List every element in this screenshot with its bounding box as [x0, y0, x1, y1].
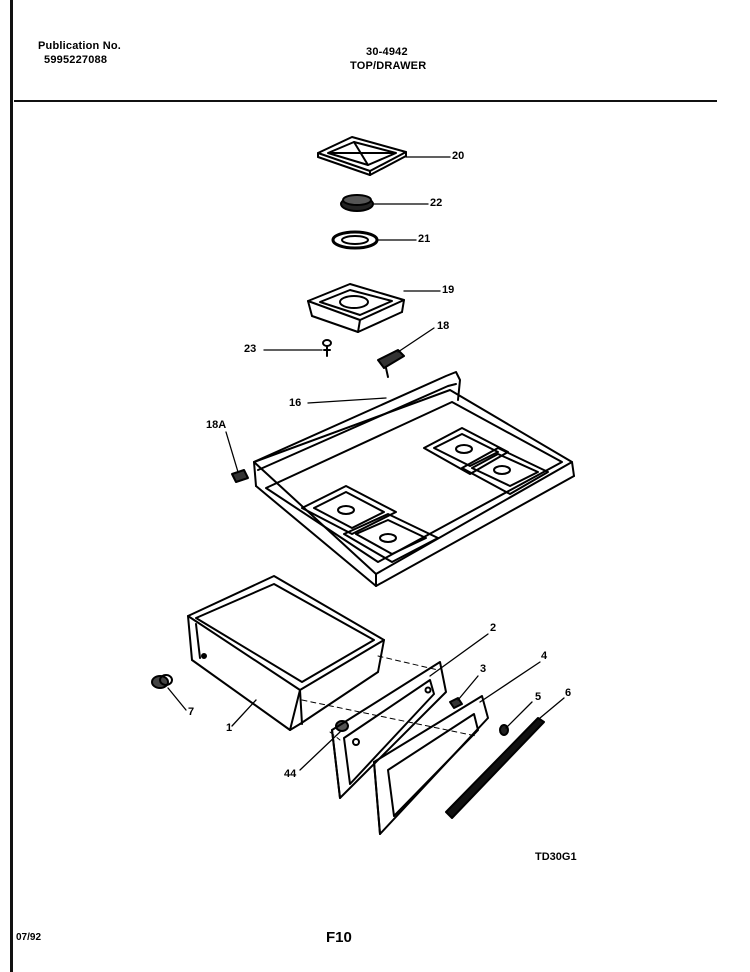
callout-18a: 18A: [206, 419, 227, 431]
leader-5: [505, 701, 533, 729]
leader-4: [479, 661, 541, 703]
bumper-part: [335, 720, 349, 732]
page-border: [10, 0, 13, 972]
clip-part: [377, 349, 405, 378]
callout-18: 18: [437, 320, 450, 332]
callout-4: 4: [541, 650, 548, 662]
drawer-body-part: [187, 575, 385, 731]
burner-ring-part: [331, 230, 379, 250]
callout-19: 19: [442, 284, 455, 296]
callout-16: 16: [289, 397, 302, 409]
callout-44: 44: [284, 768, 297, 780]
drawer-front-part: [331, 661, 447, 799]
leader-7: [167, 687, 187, 711]
callout-6: 6: [565, 687, 572, 699]
leader-1: [231, 699, 257, 727]
drawer-knob-part: [151, 674, 173, 689]
model-number: 30-4942: [366, 46, 408, 58]
section-title: TOP/DRAWER: [350, 60, 427, 72]
trim-strip-part: [445, 717, 545, 819]
callout-5: 5: [535, 691, 542, 703]
drawing-code: TD30G1: [535, 851, 577, 863]
drawer-face-part: [373, 695, 489, 835]
publication-label: Publication No.: [38, 40, 122, 52]
callout-22: 22: [430, 197, 443, 209]
leader-6: [539, 697, 565, 719]
callout-23: 23: [244, 343, 257, 355]
callout-2: 2: [490, 622, 497, 634]
callout-20: 20: [452, 150, 465, 162]
leader-3: [457, 675, 479, 701]
callout-3: 3: [480, 663, 487, 675]
publication-number: 5995227088: [44, 54, 108, 66]
burner-cap-part: [340, 194, 374, 212]
screw-part: [322, 339, 332, 357]
cooktop-part: [253, 371, 575, 587]
burner-bowl-part: [307, 283, 405, 333]
leader-18a: [225, 431, 239, 473]
bracket-part: [231, 469, 249, 483]
footer-page-code: F10: [326, 929, 352, 946]
burner-grate-part: [317, 136, 407, 176]
header-rule: [14, 100, 717, 102]
footer-date: 07/92: [16, 932, 42, 943]
small-clip-part: [449, 697, 463, 709]
leader-16: [307, 397, 387, 404]
callout-7: 7: [188, 706, 195, 718]
callout-1: 1: [226, 722, 233, 734]
leader-2: [429, 633, 489, 677]
leader-18: [397, 327, 435, 353]
callout-21: 21: [418, 233, 431, 245]
